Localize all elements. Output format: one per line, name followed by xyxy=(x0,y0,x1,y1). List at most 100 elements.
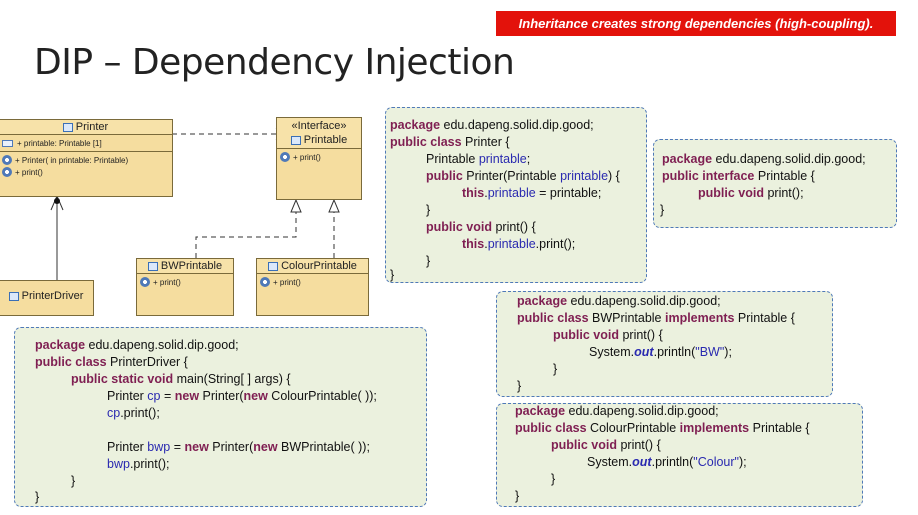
uml-class-printerdriver: PrinterDriver xyxy=(0,280,94,316)
colourprintable-name: ColourPrintable xyxy=(281,260,357,272)
code-text: System. xyxy=(589,345,635,359)
code-panel-colourprintable: package edu.dapeng.solid.dip.good; publi… xyxy=(496,403,863,507)
uml-operations: + print() xyxy=(257,274,368,290)
bwprintable-method: + print() xyxy=(153,277,181,287)
interface-stereotype: «Interface» xyxy=(291,120,347,132)
code-text: Printer { xyxy=(461,135,510,149)
uml-class-header: PrinterDriver xyxy=(0,281,93,311)
printer-ctor: + Printer( in printable: Printable) xyxy=(15,155,129,165)
code-text: Printable { xyxy=(734,311,795,325)
code-text: Printer xyxy=(107,440,148,454)
code-text: print() { xyxy=(616,438,661,452)
code-text: ; xyxy=(526,152,531,166)
uml-operations: + print() xyxy=(277,149,361,165)
printer-field: + printable: Printable [1] xyxy=(17,138,102,148)
code-text: edu.dapeng.solid.dip.good; xyxy=(712,152,866,166)
method-icon xyxy=(140,277,150,287)
code-keyword: public void xyxy=(553,328,619,342)
code-text: Printer( xyxy=(208,440,254,454)
code-variable: cp xyxy=(147,389,161,403)
code-text: = printable; xyxy=(535,186,602,200)
banner-note: Inheritance creates strong dependencies … xyxy=(496,11,896,36)
code-field: printable xyxy=(560,169,609,183)
printerdriver-name: PrinterDriver xyxy=(21,290,84,302)
code-keyword: package xyxy=(35,338,86,352)
method-icon xyxy=(280,152,290,162)
code-text: edu.dapeng.solid.dip.good; xyxy=(565,404,719,418)
method-icon xyxy=(2,167,12,177)
code-text: .print(); xyxy=(120,406,160,420)
code-brace: } xyxy=(660,203,665,217)
code-text: Printer xyxy=(107,389,148,403)
code-keyword: public void xyxy=(698,186,764,200)
code-text: edu.dapeng.solid.dip.good; xyxy=(85,338,239,352)
code-panel-printer: package edu.dapeng.solid.dip.good; publi… xyxy=(385,107,647,283)
code-keyword: public static void xyxy=(71,372,174,386)
code-text: Printer(Printable xyxy=(462,169,561,183)
code-text: print() { xyxy=(491,220,536,234)
code-keyword: public class xyxy=(35,355,107,369)
code-text: BWPrintable xyxy=(588,311,665,325)
code-brace: } xyxy=(426,254,431,268)
code-keyword: implements xyxy=(664,311,735,325)
code-keyword: public class xyxy=(390,135,462,149)
code-text: print(); xyxy=(763,186,804,200)
method-icon xyxy=(2,155,12,165)
code-text: . xyxy=(484,186,488,200)
code-field: printable xyxy=(487,237,536,251)
bwprintable-name: BWPrintable xyxy=(160,260,223,272)
code-field: printable xyxy=(478,152,527,166)
code-text: PrinterDriver { xyxy=(106,355,188,369)
code-keyword: new xyxy=(174,389,200,403)
code-string: "BW" xyxy=(695,345,725,359)
code-brace: } xyxy=(551,472,556,486)
code-text: ColourPrintable xyxy=(586,421,680,435)
uml-class-bwprintable: BWPrintable + print() xyxy=(136,258,234,316)
code-brace: } xyxy=(515,489,520,503)
code-keyword: package xyxy=(662,152,713,166)
bw-realization-triangle xyxy=(290,198,302,213)
uml-interface-header: «Interface» Printable xyxy=(277,118,361,149)
uml-interface-printable: «Interface» Printable + print() xyxy=(276,117,362,200)
code-text: Printer( xyxy=(199,389,244,403)
printer-method: + print() xyxy=(15,167,43,177)
code-keyword: this xyxy=(462,237,485,251)
uml-class-colourprintable: ColourPrintable + print() xyxy=(256,258,369,316)
code-text: ) { xyxy=(608,169,620,183)
code-keyword: public interface xyxy=(662,169,755,183)
association-dot xyxy=(54,198,60,204)
colour-realization-triangle xyxy=(328,198,340,213)
code-text: Printable { xyxy=(754,169,815,183)
code-brace: } xyxy=(426,203,431,217)
colourprintable-method: + print() xyxy=(273,277,301,287)
code-text: main(String[ ] args) { xyxy=(173,372,291,386)
code-text: ColourPrintable( )); xyxy=(267,389,377,403)
code-string: "Colour" xyxy=(693,455,739,469)
uml-class-printer: Printer + printable: Printable [1] + Pri… xyxy=(0,119,173,197)
code-text: System. xyxy=(587,455,633,469)
code-keyword: public xyxy=(426,169,463,183)
code-keyword: public void xyxy=(551,438,617,452)
code-brace: } xyxy=(35,490,40,504)
code-brace: } xyxy=(553,362,558,376)
bw-realization-line xyxy=(195,210,297,258)
slide-title: DIP – Dependency Injection xyxy=(34,42,515,83)
code-static-field: out xyxy=(634,345,654,359)
code-text: .println( xyxy=(651,455,694,469)
uml-class-header: ColourPrintable xyxy=(257,259,368,274)
interface-icon xyxy=(290,135,301,145)
code-keyword: public class xyxy=(515,421,587,435)
code-panel-printerdriver: package edu.dapeng.solid.dip.good; publi… xyxy=(14,327,427,507)
class-icon xyxy=(268,261,279,271)
printable-name: Printable xyxy=(303,134,348,146)
uml-class-header: Printer xyxy=(0,120,172,135)
code-field: printable xyxy=(487,186,536,200)
code-brace: } xyxy=(71,474,76,488)
code-keyword: new xyxy=(243,389,268,403)
method-icon xyxy=(260,277,270,287)
code-text: .print(); xyxy=(129,457,170,471)
code-keyword: public void xyxy=(426,220,492,234)
code-panel-bwprintable: package edu.dapeng.solid.dip.good; publi… xyxy=(496,291,833,397)
class-icon xyxy=(8,291,19,301)
